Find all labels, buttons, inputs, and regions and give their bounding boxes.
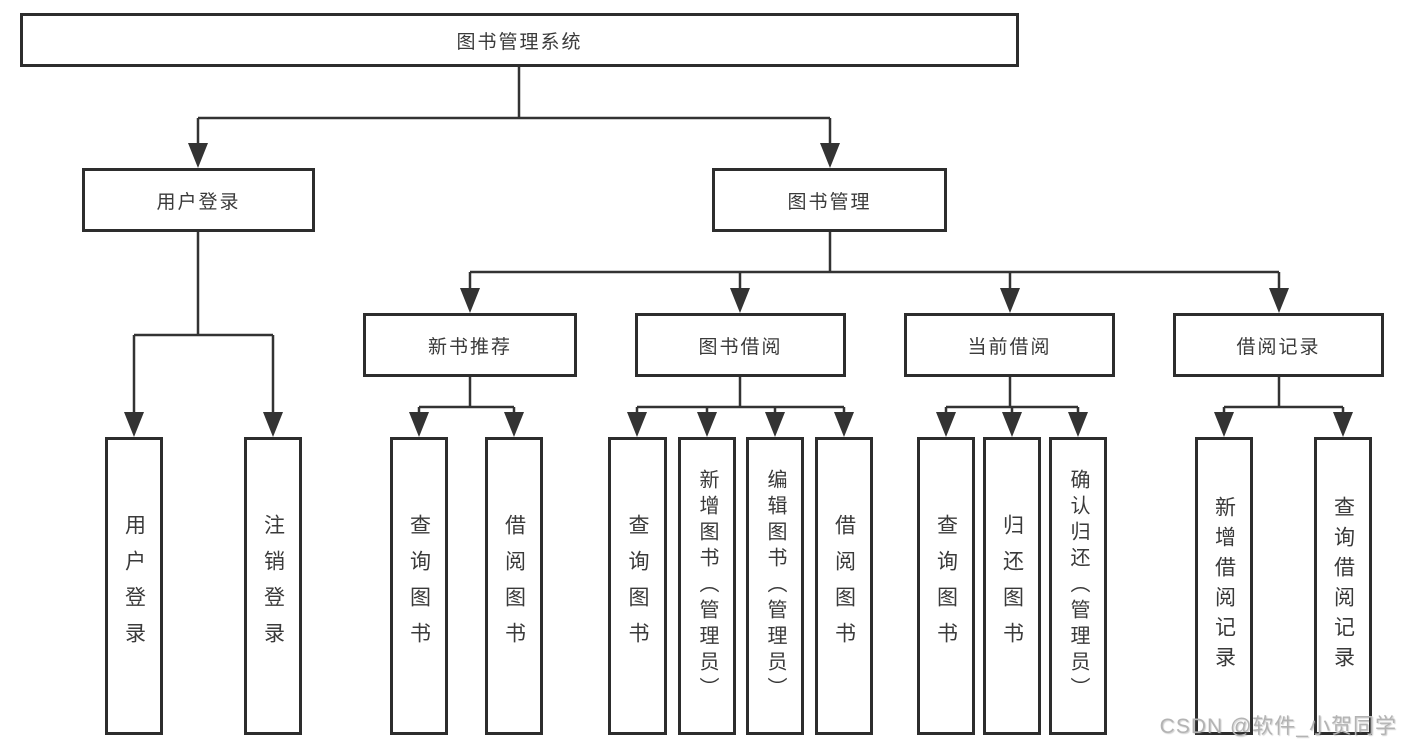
node-borrowing-records: 借阅记录	[1173, 313, 1384, 377]
leaf-label: 用户登录	[122, 514, 146, 658]
leaf-label: 新增图书（管理员）	[696, 469, 718, 703]
leaf-query-books-recommend: 查询图书	[390, 437, 448, 735]
node-label: 借阅记录	[1236, 336, 1321, 358]
arrowheads	[124, 143, 1353, 437]
leaf-label: 查询图书	[407, 514, 431, 658]
node-label: 图书管理	[787, 191, 872, 213]
leaf-return-books: 归还图书	[983, 437, 1041, 735]
node-label: 当前借阅	[967, 336, 1052, 358]
leaf-label: 查询图书	[626, 514, 649, 658]
node-new-book-recommendation: 新书推荐	[363, 313, 577, 377]
leaf-add-books-admin: 新增图书（管理员）	[678, 437, 736, 735]
node-label: 图书借阅	[698, 336, 783, 358]
leaf-add-borrow-record: 新增借阅记录	[1195, 437, 1253, 735]
node-library-management-system: 图书管理系统	[20, 13, 1019, 67]
node-user-login: 用户登录	[82, 168, 315, 232]
leaf-label: 借阅图书	[502, 514, 526, 658]
leaf-label: 新增借阅记录	[1212, 496, 1236, 676]
leaf-label: 借阅图书	[832, 514, 856, 658]
node-label: 图书管理系统	[456, 31, 583, 53]
node-book-borrowing: 图书借阅	[635, 313, 846, 377]
leaf-label: 注销登录	[261, 514, 285, 658]
leaf-label: 编辑图书（管理员）	[764, 469, 786, 703]
leaf-query-books-current: 查询图书	[917, 437, 975, 735]
leaf-label: 确认归还（管理员）	[1067, 469, 1089, 703]
leaf-label: 归还图书	[1000, 514, 1024, 658]
node-book-management: 图书管理	[712, 168, 947, 232]
leaf-borrow-books: 借阅图书	[815, 437, 873, 735]
csdn-watermark: CSDN @软件_小贺同学	[1159, 715, 1397, 738]
leaf-label: 查询借阅记录	[1331, 496, 1355, 676]
leaf-logout: 注销登录	[244, 437, 302, 735]
leaf-user-login: 用户登录	[105, 437, 163, 735]
leaf-label: 查询图书	[934, 514, 958, 658]
node-label: 用户登录	[156, 191, 241, 213]
leaf-query-borrow-record: 查询借阅记录	[1314, 437, 1372, 735]
leaf-borrow-books-recommend: 借阅图书	[485, 437, 543, 735]
leaf-confirm-return-admin: 确认归还（管理员）	[1049, 437, 1107, 735]
leaf-query-books-borrow: 查询图书	[608, 437, 667, 735]
node-current-borrowing: 当前借阅	[904, 313, 1115, 377]
node-label: 新书推荐	[427, 336, 512, 358]
leaf-edit-books-admin: 编辑图书（管理员）	[746, 437, 804, 735]
